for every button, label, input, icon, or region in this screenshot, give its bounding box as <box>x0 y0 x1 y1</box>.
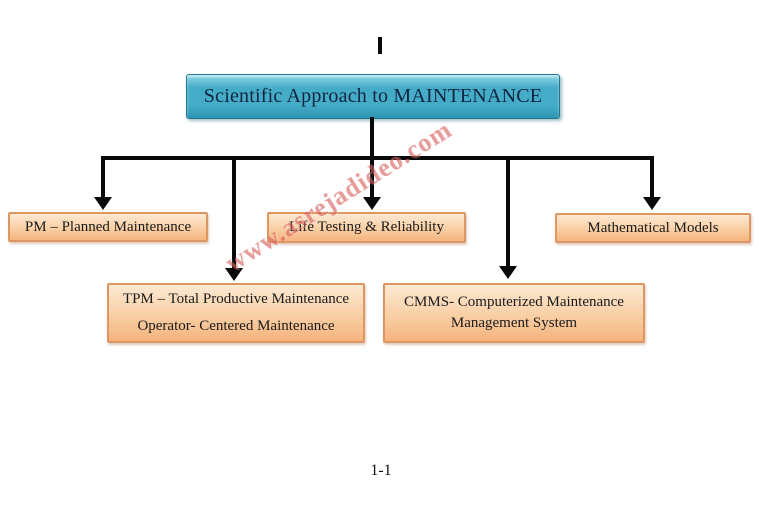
connector-root-drop <box>370 117 374 158</box>
node-cmms: CMMS- Computerized Maintenance Managemen… <box>383 283 645 343</box>
connector-drop-life <box>370 156 374 197</box>
arrowhead-cmms <box>499 266 517 279</box>
node-cmms-label-line2: Management System <box>450 315 578 331</box>
node-mathematical-models-label: Mathematical Models <box>587 219 719 236</box>
arrowhead-math <box>643 197 661 210</box>
arrowhead-tpm <box>225 268 243 281</box>
root-node-label: Scientific Approach to MAINTENANCE <box>203 85 543 107</box>
node-life-testing-reliability: Life Testing & Reliability <box>267 212 466 243</box>
watermark-text: www.asrejadideo.com <box>220 114 457 278</box>
node-tpm-label-line1: TPM – Total Productive Maintenance <box>122 291 350 307</box>
connector-drop-tpm <box>232 156 236 268</box>
node-tpm-label-line2: Operator- Centered Maintenance <box>137 318 335 334</box>
root-node-scientific-approach: Scientific Approach to MAINTENANCE <box>186 74 560 119</box>
node-planned-maintenance-label: PM – Planned Maintenance <box>24 218 192 235</box>
node-life-testing-label: Life Testing & Reliability <box>289 219 444 235</box>
connector-drop-math <box>650 156 654 197</box>
page-number: 1-1 <box>370 462 392 479</box>
connector-drop-cmms <box>506 156 510 266</box>
connector-horizontal-bar <box>101 156 654 160</box>
node-planned-maintenance: PM – Planned Maintenance <box>8 212 208 242</box>
node-total-productive-maintenance: TPM – Total Productive Maintenance Opera… <box>107 283 365 343</box>
node-mathematical-models: Mathematical Models <box>555 213 751 243</box>
node-cmms-label-line1: CMMS- Computerized Maintenance <box>404 294 624 310</box>
arrowhead-life <box>363 197 381 210</box>
arrowhead-pm <box>94 197 112 210</box>
connector-drop-pm <box>101 156 105 197</box>
text-caret-mark <box>378 37 382 54</box>
